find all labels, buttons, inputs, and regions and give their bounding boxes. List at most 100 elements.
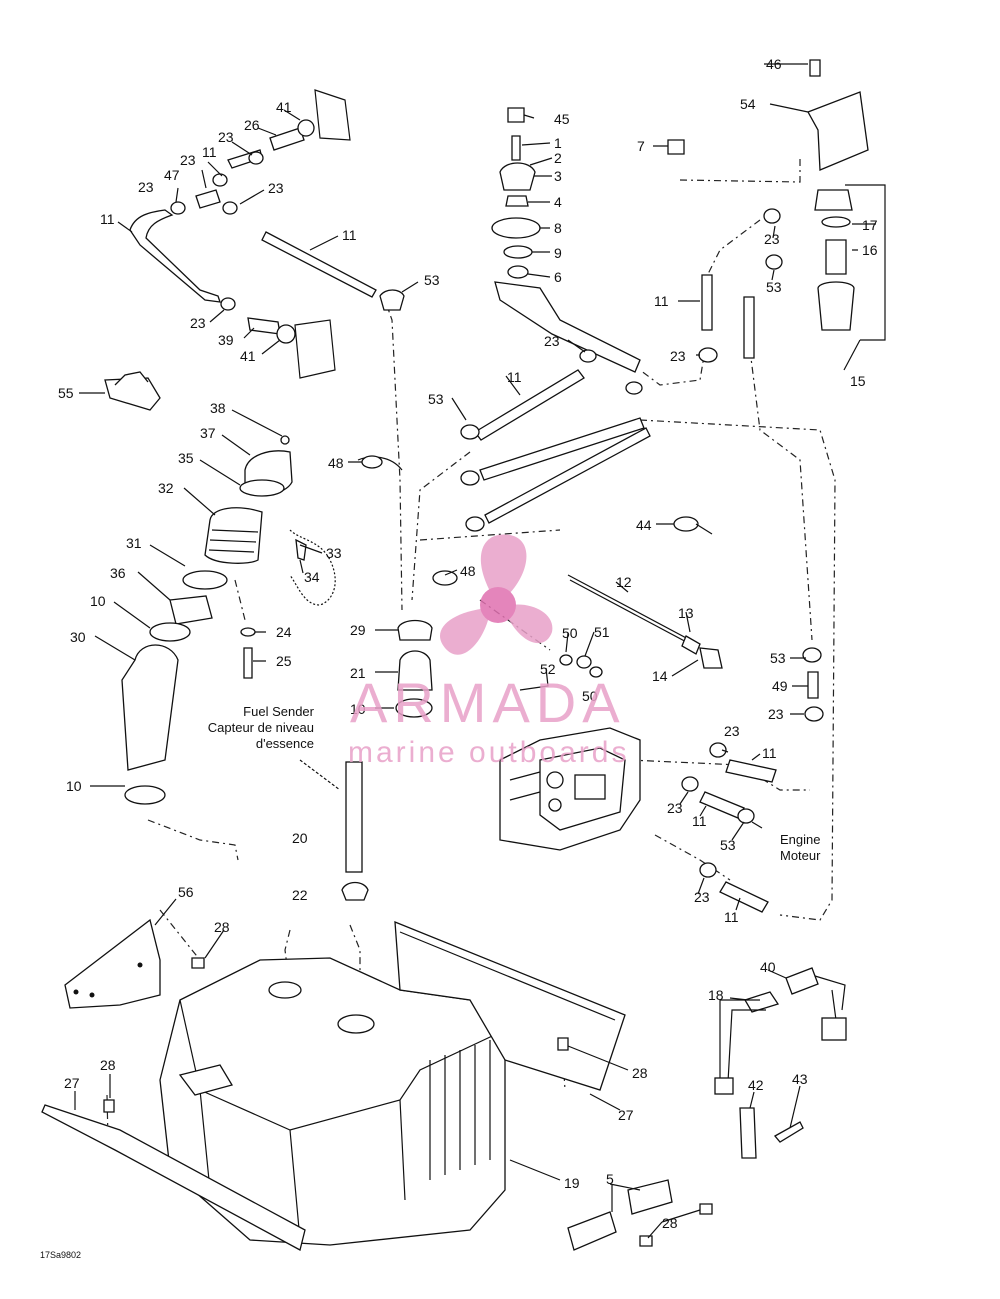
label-44: 44 xyxy=(636,517,652,533)
knob-3 xyxy=(499,162,536,191)
engine-label-fr: Moteur xyxy=(780,848,821,863)
oring-17 xyxy=(821,216,851,228)
clamp-29 xyxy=(397,619,433,641)
valve-body xyxy=(494,281,641,373)
label-11: 11 xyxy=(202,144,217,160)
clamp-53-g xyxy=(737,808,755,824)
label-2: 2 xyxy=(554,150,562,166)
label-41: 41 xyxy=(276,99,292,115)
label-53: 53 xyxy=(770,650,786,666)
callout-notes: Fuel Sender Capteur de niveau d'essence … xyxy=(40,704,821,1260)
label-54: 54 xyxy=(740,96,756,112)
label-14: 14 xyxy=(652,668,668,684)
label-23: 23 xyxy=(180,152,196,168)
label-11: 11 xyxy=(762,745,777,761)
cable-12 xyxy=(567,574,691,641)
plate-5a xyxy=(567,1211,617,1251)
clamp-23-e xyxy=(220,297,236,311)
label-23: 23 xyxy=(138,179,154,195)
filter-head xyxy=(814,189,853,211)
clamp-10-top xyxy=(149,622,191,642)
label-42: 42 xyxy=(748,1077,764,1093)
bracket-54 xyxy=(807,91,869,171)
clip-44-tail xyxy=(695,523,713,535)
clamp-53-b xyxy=(460,424,480,440)
plate-5b xyxy=(627,1179,673,1215)
strap-42 xyxy=(739,1107,757,1159)
label-53: 53 xyxy=(766,279,782,295)
label-46: 46 xyxy=(766,56,782,72)
clamp-23-g xyxy=(625,381,643,395)
label-36: 36 xyxy=(110,565,126,581)
hose-11-right-a xyxy=(701,274,713,331)
label-24: 24 xyxy=(276,624,292,640)
clamp-53-c xyxy=(460,470,480,486)
washer-9 xyxy=(503,245,533,259)
clamp-10-bottom xyxy=(124,785,166,805)
part-labels: 41 26 23 11 23 47 23 23 11 11 53 23 39 4… xyxy=(58,56,878,1231)
label-25: 25 xyxy=(276,653,292,669)
label-23: 23 xyxy=(268,180,284,196)
knob-14 xyxy=(699,647,723,669)
label-15: 15 xyxy=(850,373,866,389)
label-34: 34 xyxy=(304,569,320,585)
hose-11-right-b xyxy=(743,296,755,359)
fuel-valve-assembly xyxy=(357,107,713,718)
hose-11-left xyxy=(129,209,221,303)
washer-24 xyxy=(240,627,256,637)
label-10: 10 xyxy=(90,593,106,609)
label-11: 11 xyxy=(692,813,707,829)
label-43: 43 xyxy=(792,1071,808,1087)
filler-hose-assembly xyxy=(129,89,405,379)
hose-11-carb-c xyxy=(719,881,769,913)
label-6: 6 xyxy=(554,269,562,285)
label-38: 38 xyxy=(210,400,226,416)
label-32: 32 xyxy=(158,480,174,496)
screw-1 xyxy=(511,135,521,161)
label-5: 5 xyxy=(606,1171,614,1187)
label-12: 12 xyxy=(616,574,632,590)
hose-11-center-a xyxy=(474,369,585,441)
label-31: 31 xyxy=(126,535,142,551)
label-8: 8 xyxy=(554,220,562,236)
clamp-10-mid xyxy=(395,698,433,718)
label-23: 23 xyxy=(544,333,560,349)
label-23: 23 xyxy=(768,706,784,722)
neck-threads xyxy=(208,529,259,553)
label-30: 30 xyxy=(70,629,86,645)
label-22: 22 xyxy=(292,887,308,903)
label-53: 53 xyxy=(428,391,444,407)
label-27: 27 xyxy=(618,1107,634,1123)
filler-neck-assembly xyxy=(104,371,336,805)
label-11: 11 xyxy=(724,909,739,925)
part-4 xyxy=(505,195,529,207)
hose-11-carb-b xyxy=(699,791,745,819)
nut-7 xyxy=(667,139,685,155)
clamp-23-m xyxy=(699,862,717,878)
label-1: 1 xyxy=(554,135,562,151)
label-17: 17 xyxy=(862,217,878,233)
screw-28d2 xyxy=(639,1235,653,1247)
label-51: 51 xyxy=(594,624,610,640)
bolt-25 xyxy=(243,647,253,679)
fuel-flow-lines xyxy=(106,155,836,1141)
clamp-23-a xyxy=(170,201,186,215)
clamp-23-d xyxy=(248,151,264,165)
hose-11-center-c xyxy=(484,427,651,524)
bracket-15 xyxy=(845,184,886,341)
clamp-23-b xyxy=(222,201,238,215)
fuel-tank-19 xyxy=(41,918,626,1251)
clip-48-top xyxy=(357,456,403,471)
fitting-21 xyxy=(397,650,433,691)
label-55: 55 xyxy=(58,385,74,401)
gasket-35 xyxy=(239,479,285,497)
label-7: 7 xyxy=(637,138,645,154)
clamp-23-l xyxy=(681,776,699,792)
clip-48-lower xyxy=(432,570,458,586)
label-37: 37 xyxy=(200,425,216,441)
label-10: 10 xyxy=(66,778,82,794)
screw-34 xyxy=(295,538,307,561)
fuel-sender-label-en: Fuel Sender xyxy=(243,704,314,719)
fitting-49 xyxy=(807,671,819,699)
